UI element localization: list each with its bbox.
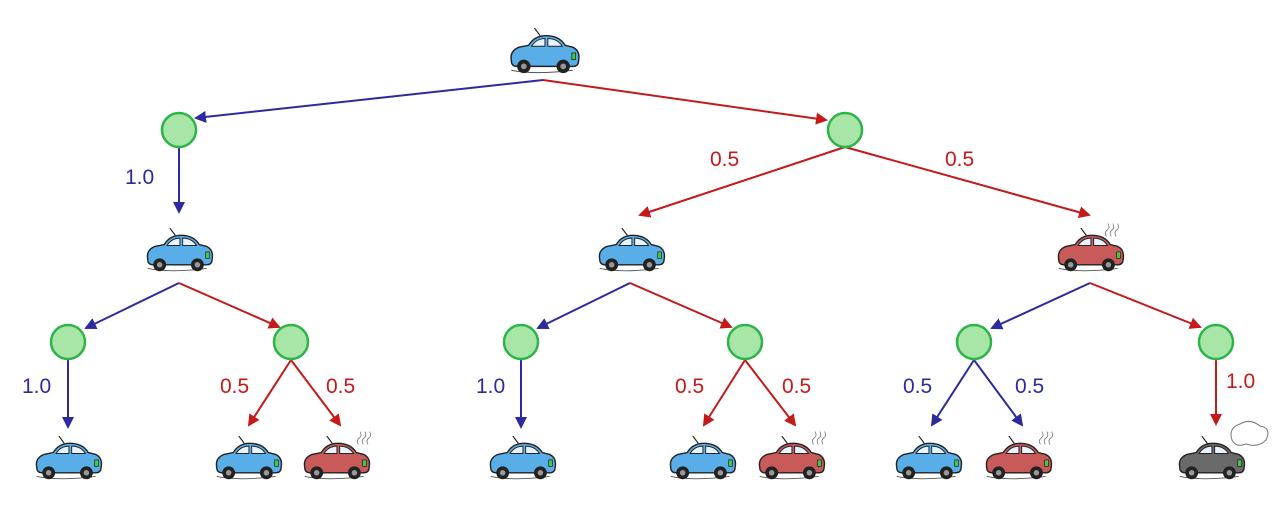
edge-a-cool-to-red-node [178, 282, 281, 329]
edge-right-node-to-cool [638, 146, 846, 218]
car-cool-icon [669, 436, 737, 480]
edge-a-red-node-right [290, 359, 342, 427]
prob-label: 0.5 [782, 375, 811, 398]
edge-c-blue-node-right [973, 359, 1024, 427]
chance-node-c-red [1197, 323, 1235, 361]
edge-c-warm-to-red-node [1089, 282, 1202, 329]
edge-b-red-node-left [702, 359, 746, 427]
edge-a-red-node-left [247, 359, 292, 427]
edge-right-node-to-warm [844, 146, 1091, 219]
edge-b-cool-to-blue-node [536, 282, 631, 329]
car-cool-icon [215, 436, 283, 480]
steam-icon [1038, 431, 1054, 445]
prob-label: 0.5 [945, 148, 974, 171]
car-cool-icon [510, 28, 580, 74]
smoke-icon [1230, 420, 1269, 446]
steam-icon [356, 431, 372, 445]
car-warm-icon [758, 436, 826, 480]
car-warm-icon [303, 436, 371, 480]
prob-label: 0.5 [326, 375, 355, 398]
car-warm-icon [1057, 228, 1125, 272]
prob-label: 1.0 [1226, 370, 1255, 393]
edge-b-red-node-right [744, 359, 797, 427]
prob-label: 0.5 [1015, 375, 1044, 398]
steam-icon [1104, 223, 1120, 237]
chance-node-c-blue [955, 323, 993, 361]
prob-label: 1.0 [125, 166, 154, 189]
prob-label: 0.5 [710, 148, 739, 171]
chance-node-b-blue [502, 323, 540, 361]
car-warm-icon [985, 436, 1053, 480]
edge-a-cool-to-blue-node [84, 282, 180, 330]
edge-root-to-left-node [194, 79, 544, 123]
chance-node-b-red [726, 323, 764, 361]
edge-c-blue-node-left [930, 359, 975, 427]
prob-label: 1.0 [476, 375, 505, 398]
car-cool-icon [598, 228, 666, 272]
chance-node-a-blue [49, 323, 87, 361]
edge-root-to-right-node [542, 79, 828, 125]
prob-label: 0.5 [675, 375, 704, 398]
prob-label: 0.5 [903, 375, 932, 398]
prob-label: 0.5 [220, 375, 249, 398]
edge-b-cool-to-red-node [629, 282, 733, 329]
chance-node-l1-right [826, 111, 864, 149]
chance-node-l1-left [160, 111, 198, 149]
chance-node-a-red [272, 323, 310, 361]
edge-c-warm-to-blue-node [990, 282, 1091, 330]
car-cool-icon [489, 436, 557, 480]
car-cool-icon [146, 228, 214, 272]
car-cool-icon [35, 436, 103, 480]
car-cool-icon [895, 436, 963, 480]
prob-label: 1.0 [22, 375, 51, 398]
steam-icon [811, 431, 827, 445]
